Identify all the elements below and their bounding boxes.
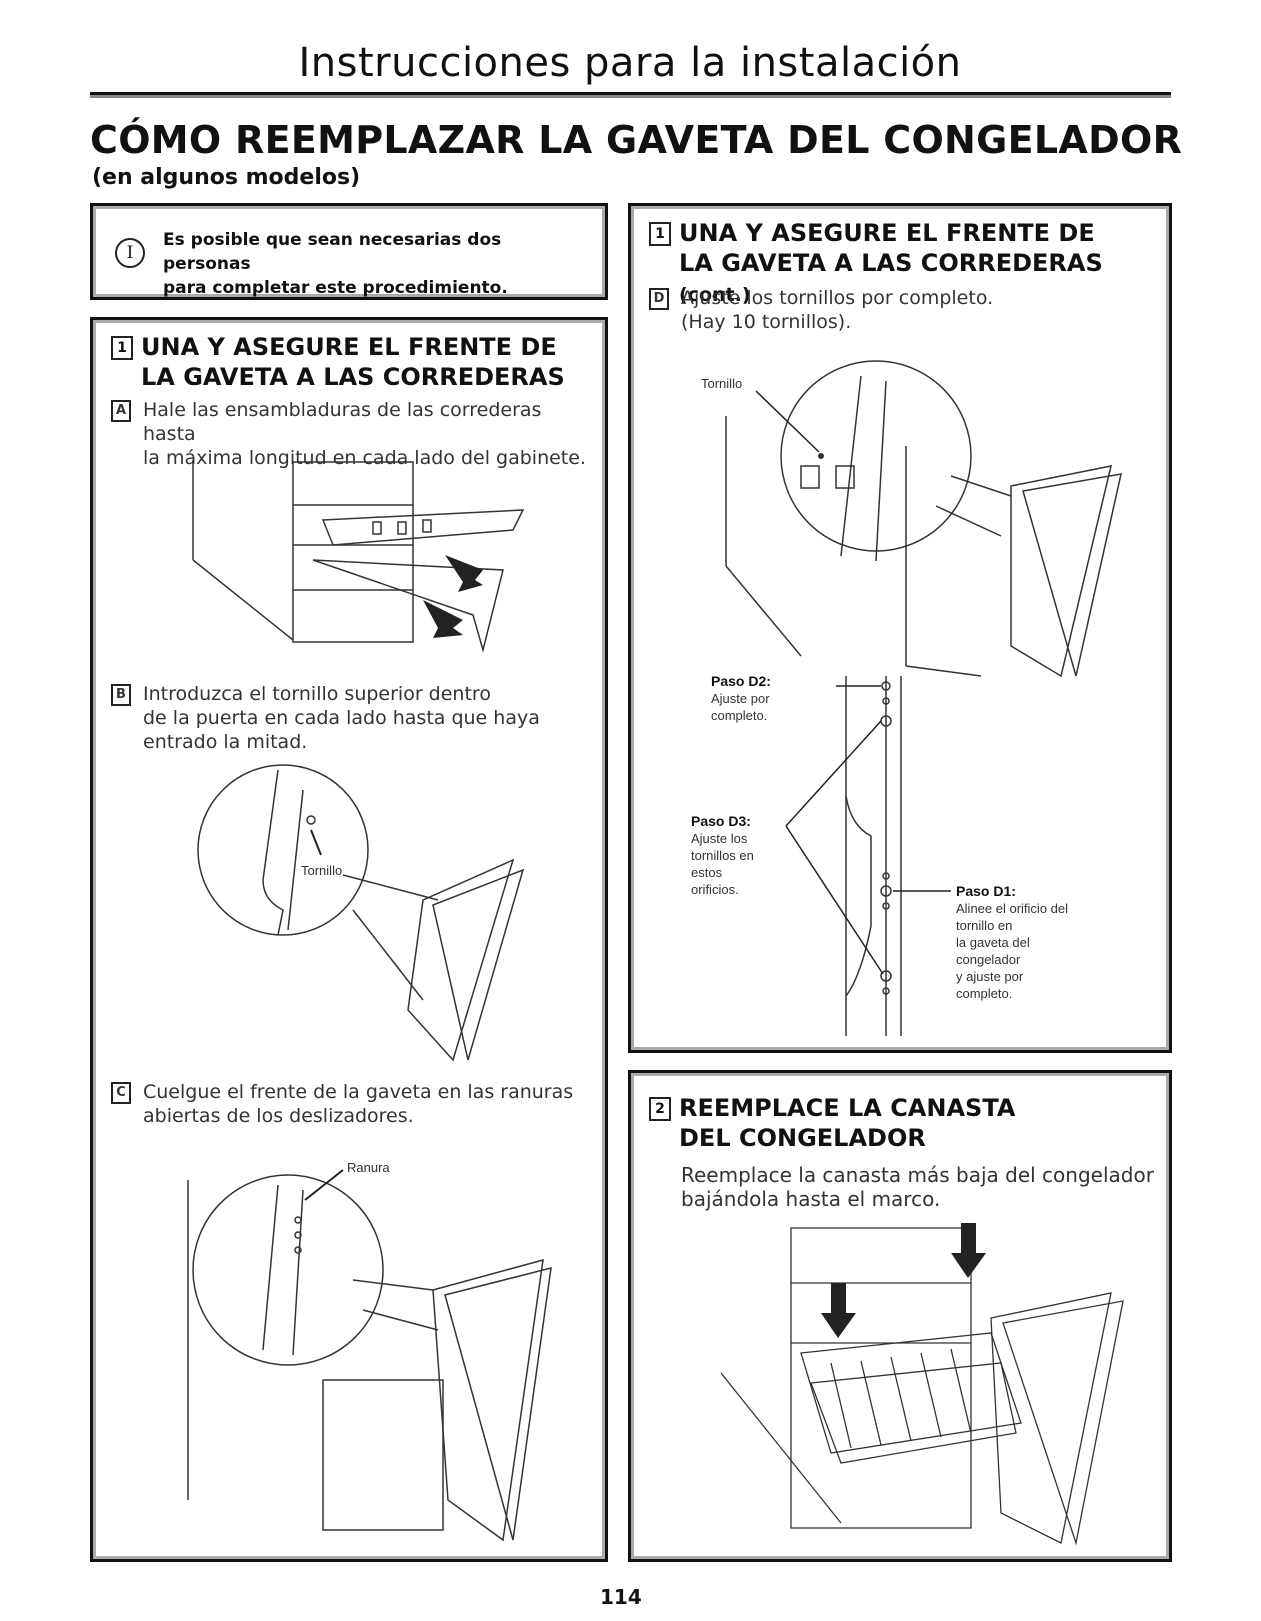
- step-a: A Hale las ensambladuras de las correder…: [111, 398, 591, 470]
- section1-box: 1 UNA Y ASEGURE EL FRENTE DE LA GAVETA A …: [90, 317, 608, 1562]
- section1-cont-label: (cont.): [679, 284, 751, 306]
- section1-number: 1: [111, 336, 133, 360]
- section2-title: 2 REEMPLACE LA CANASTA DEL CONGELADOR: [649, 1093, 1015, 1153]
- section1-cont-title-line1: UNA Y ASEGURE EL FRENTE DE: [679, 219, 1095, 247]
- step-c-letter: C: [111, 1082, 131, 1104]
- step-a-line2: la máxima longitud en cada lado del gabi…: [143, 447, 586, 469]
- caption-tornillo-d: Tornillo: [701, 376, 742, 391]
- step-a-letter: A: [111, 400, 131, 422]
- step-a-line1: Hale las ensambladuras de las correderas…: [143, 399, 542, 445]
- main-title: CÓMO REEMPLAZAR LA GAVETA DEL CONGELADOR: [90, 118, 1183, 162]
- section2-title-line2: DEL CONGELADOR: [679, 1124, 926, 1152]
- step-d-line2: (Hay 10 tornillos).: [681, 311, 852, 333]
- step-d3-line3: estos: [691, 865, 723, 880]
- step-d3-line4: orificios.: [691, 882, 739, 897]
- step-d-letter: D: [649, 288, 669, 310]
- step-d3-label: Paso D3:: [691, 813, 751, 829]
- section1-title: 1 UNA Y ASEGURE EL FRENTE DE LA GAVETA A …: [111, 332, 565, 392]
- step-d2-label: Paso D2:: [711, 676, 771, 689]
- step-b-line2: de la puerta en cada lado hasta que haya: [143, 707, 540, 729]
- step-d1-line4: congelador: [956, 952, 1021, 967]
- section2-line2: bajándola hasta el marco.: [681, 1187, 941, 1211]
- step-c-line2: abiertas de los deslizadores.: [143, 1105, 414, 1127]
- step-d1-line6: completo.: [956, 986, 1012, 1001]
- step-b-letter: B: [111, 684, 131, 706]
- section2-number: 2: [649, 1097, 671, 1121]
- header-rule: [90, 92, 1171, 98]
- step-d2-line1: Ajuste por: [711, 691, 770, 706]
- step-d1-label: Paso D1:: [956, 883, 1016, 899]
- note-line-1: Es posible que sean necesarias dos perso…: [163, 230, 502, 274]
- illustration-replace-basket: [720, 1223, 1124, 1546]
- illustration-step-callouts: Paso D2: Ajuste por completo. Paso D3: A…: [691, 676, 1068, 1036]
- step-d3-line1: Ajuste los: [691, 831, 748, 846]
- section2-text: Reemplace la canasta más baja del congel…: [681, 1163, 1161, 1211]
- illustration-hang-drawer: Ranura: [187, 1160, 552, 1542]
- section2-box: 2 REEMPLACE LA CANASTA DEL CONGELADOR Ree…: [628, 1070, 1172, 1562]
- subtitle: (en algunos modelos): [92, 165, 361, 190]
- caption-ranura: Ranura: [347, 1160, 390, 1175]
- section1-cont-number: 1: [649, 222, 671, 246]
- info-icon: I: [115, 238, 145, 268]
- step-d1-line1: Alinee el orificio del: [956, 901, 1068, 916]
- step-d1-line3: la gaveta del: [956, 935, 1030, 950]
- step-d2-line2: completo.: [711, 708, 767, 723]
- section1-cont-title: 1 UNA Y ASEGURE EL FRENTE DE LA GAVETA A …: [649, 218, 1169, 310]
- section2-title-line1: REEMPLACE LA CANASTA: [679, 1094, 1016, 1122]
- note-box: I Es posible que sean necesarias dos per…: [90, 203, 608, 300]
- step-d3-line2: tornillos en: [691, 848, 754, 863]
- step-d1-line5: y ajuste por: [956, 969, 1024, 984]
- section1-cont-title-line2: LA GAVETA A LAS CORREDERAS: [679, 249, 1103, 277]
- page-header: Instrucciones para la instalación: [298, 40, 962, 86]
- illustration-slides-extended: [192, 460, 525, 653]
- illustration-top-screw: Tornillo: [197, 764, 525, 1062]
- step-b: B Introduzca el tornillo superior dentro…: [111, 682, 591, 754]
- page-number: 114: [600, 1585, 642, 1609]
- step-b-line3: entrado la mitad.: [143, 731, 308, 753]
- step-c: C Cuelgue el frente de la gaveta en las …: [111, 1080, 591, 1128]
- section1-title-line1: UNA Y ASEGURE EL FRENTE DE: [141, 333, 557, 361]
- step-d-line1: Ajuste los tornillos por completo.: [681, 287, 994, 309]
- step-b-line1: Introduzca el tornillo superior dentro: [143, 683, 491, 705]
- illustration-tighten-screws: Tornillo: [701, 360, 1122, 678]
- step-d: D Ajuste los tornillos por completo. (Ha…: [649, 286, 1149, 334]
- step-c-line1: Cuelgue el frente de la gaveta en las ra…: [143, 1081, 574, 1103]
- step-d1-line2: tornillo en: [956, 918, 1012, 933]
- note-text: Es posible que sean necesarias dos perso…: [163, 228, 583, 300]
- section1-title-line2: LA GAVETA A LAS CORREDERAS: [141, 363, 565, 391]
- caption-tornillo-b: Tornillo: [301, 863, 342, 878]
- section2-line1: Reemplace la canasta más baja del congel…: [681, 1163, 1154, 1187]
- section1-cont-box: 1 UNA Y ASEGURE EL FRENTE DE LA GAVETA A …: [628, 203, 1172, 1053]
- note-line-2: para completar este procedimiento.: [163, 278, 508, 298]
